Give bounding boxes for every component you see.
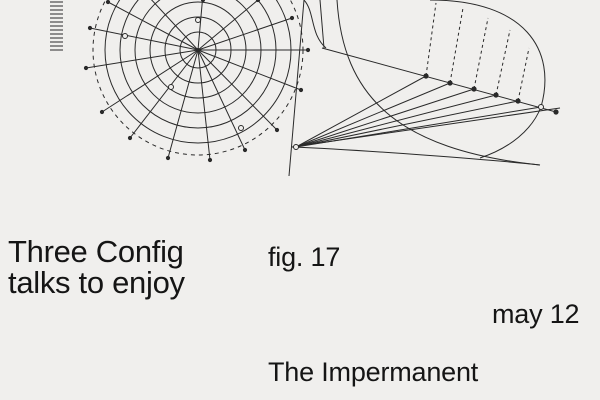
headline-line-1: Three Config xyxy=(8,234,184,269)
event-date: may 12 xyxy=(492,299,580,329)
headline: Three Config talks to enjoy xyxy=(8,236,185,298)
technical-line-diagram xyxy=(50,0,561,177)
ruler-marks xyxy=(50,1,63,51)
talk-title: The Impermanent xyxy=(268,357,479,387)
construction-lines xyxy=(288,0,561,177)
figure-label: fig. 17 xyxy=(268,242,341,272)
polar-grid xyxy=(85,0,308,161)
headline-line-2: talks to enjoy xyxy=(8,265,185,300)
